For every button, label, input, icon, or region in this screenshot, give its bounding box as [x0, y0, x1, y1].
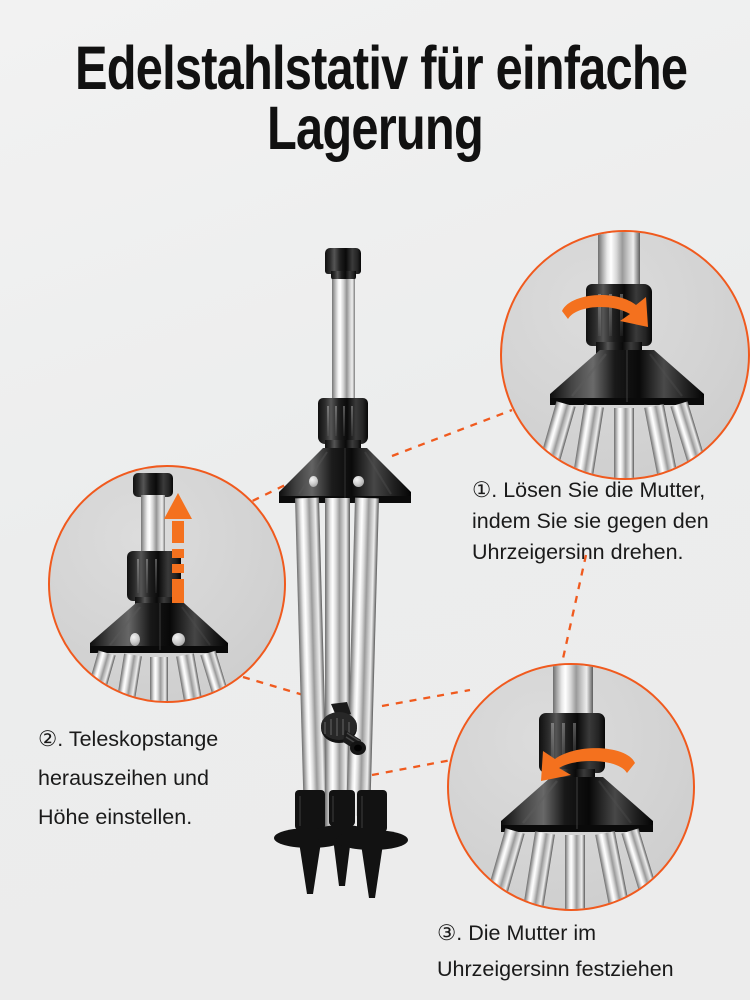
callout-1-line-3: Uhrzeigersinn drehen. — [472, 540, 684, 564]
zoom2-leg — [115, 653, 142, 701]
product-image-tripod — [255, 230, 465, 920]
zoom2-telescopic-pole — [141, 495, 165, 553]
tripod-leg-center — [325, 498, 350, 828]
zoom3-hub — [501, 777, 653, 832]
zoom3-knurl — [551, 723, 554, 763]
zoom1-leg — [570, 404, 604, 478]
zoom3-knurl — [562, 723, 565, 763]
zoom2-hub — [90, 603, 228, 653]
callout-3-line-1: ③. Die Mutter im — [437, 921, 597, 945]
callout-3-line-2: Uhrzeigersinn festziehen — [437, 957, 674, 981]
callout-1: ①. Lösen Sie die Mutter, indem Sie sie g… — [472, 475, 709, 568]
zoom1-leg — [531, 401, 576, 478]
zoom3-knurl — [573, 723, 576, 763]
telescopic-upper-pole — [332, 279, 355, 404]
zoom2-knurl — [137, 559, 139, 593]
callout-3: ③. Die Mutter im Uhrzeigersinn festziehe… — [437, 915, 674, 987]
connector-callout1-to-circle3 — [560, 554, 588, 664]
dashed-arrow-up-icon — [164, 493, 192, 603]
zoom2-screw-r — [172, 633, 185, 646]
end-cap-neck — [331, 271, 356, 280]
page-title: Edelstahlstativ für einfache Lagerung — [0, 34, 750, 162]
callout-1-line-1: ①. Lösen Sie die Mutter, — [472, 478, 706, 502]
callout-1-line-2: indem Sie sie gegen den — [472, 509, 709, 533]
callout-2: ②. Teleskopstange herauszeihen und Höhe … — [38, 720, 218, 837]
zoom1-pole — [598, 232, 640, 292]
zoom2-knurl — [155, 559, 157, 593]
zoom-circle-left — [48, 465, 286, 703]
hub-screw-right — [353, 476, 364, 487]
ground-spike-feet — [274, 790, 408, 898]
hose-connector-icon — [321, 702, 366, 755]
title-line-2: Lagerung — [267, 94, 484, 162]
zoom3-leg — [521, 831, 555, 909]
zoom3-screw-r — [592, 907, 606, 909]
end-cap — [325, 248, 361, 274]
zoom2-end-cap — [133, 473, 173, 497]
zoom1-hub — [550, 350, 704, 405]
knurl-detail — [343, 406, 345, 436]
zoom1-knurl — [620, 294, 623, 336]
zoom2-knurl — [146, 559, 148, 593]
callout-2-line-1: ②. Teleskopstange — [38, 727, 219, 751]
zoom1-knurl — [598, 294, 601, 336]
zoom1-leg — [614, 408, 634, 478]
zoom-circle-bottom-right — [447, 663, 695, 911]
zoom1-knurl — [609, 294, 612, 336]
zoom3-screw-l — [544, 907, 555, 909]
callout-2-line-2: herauszeihen und — [38, 766, 209, 790]
zoom3-leg — [481, 828, 525, 909]
knurl-detail — [351, 406, 353, 436]
zoom2-leg — [176, 653, 204, 701]
curved-arrow-left-icon — [541, 748, 635, 781]
hub-screw-left — [309, 476, 318, 487]
zoom-circle-top-right — [500, 230, 750, 480]
zoom3-leg — [565, 835, 585, 909]
knurl-detail — [335, 406, 337, 436]
zoom1-leg — [670, 401, 713, 478]
knurled-collar-nut — [318, 398, 368, 444]
callout-2-line-3: Höhe einstellen. — [38, 805, 193, 829]
zoom2-screw-l — [130, 633, 140, 646]
zoom2-leg — [150, 657, 168, 701]
curved-arrow-right-icon — [562, 294, 648, 327]
knurl-detail — [327, 406, 329, 436]
title-line-1: Edelstahlstativ für einfache — [75, 34, 688, 102]
